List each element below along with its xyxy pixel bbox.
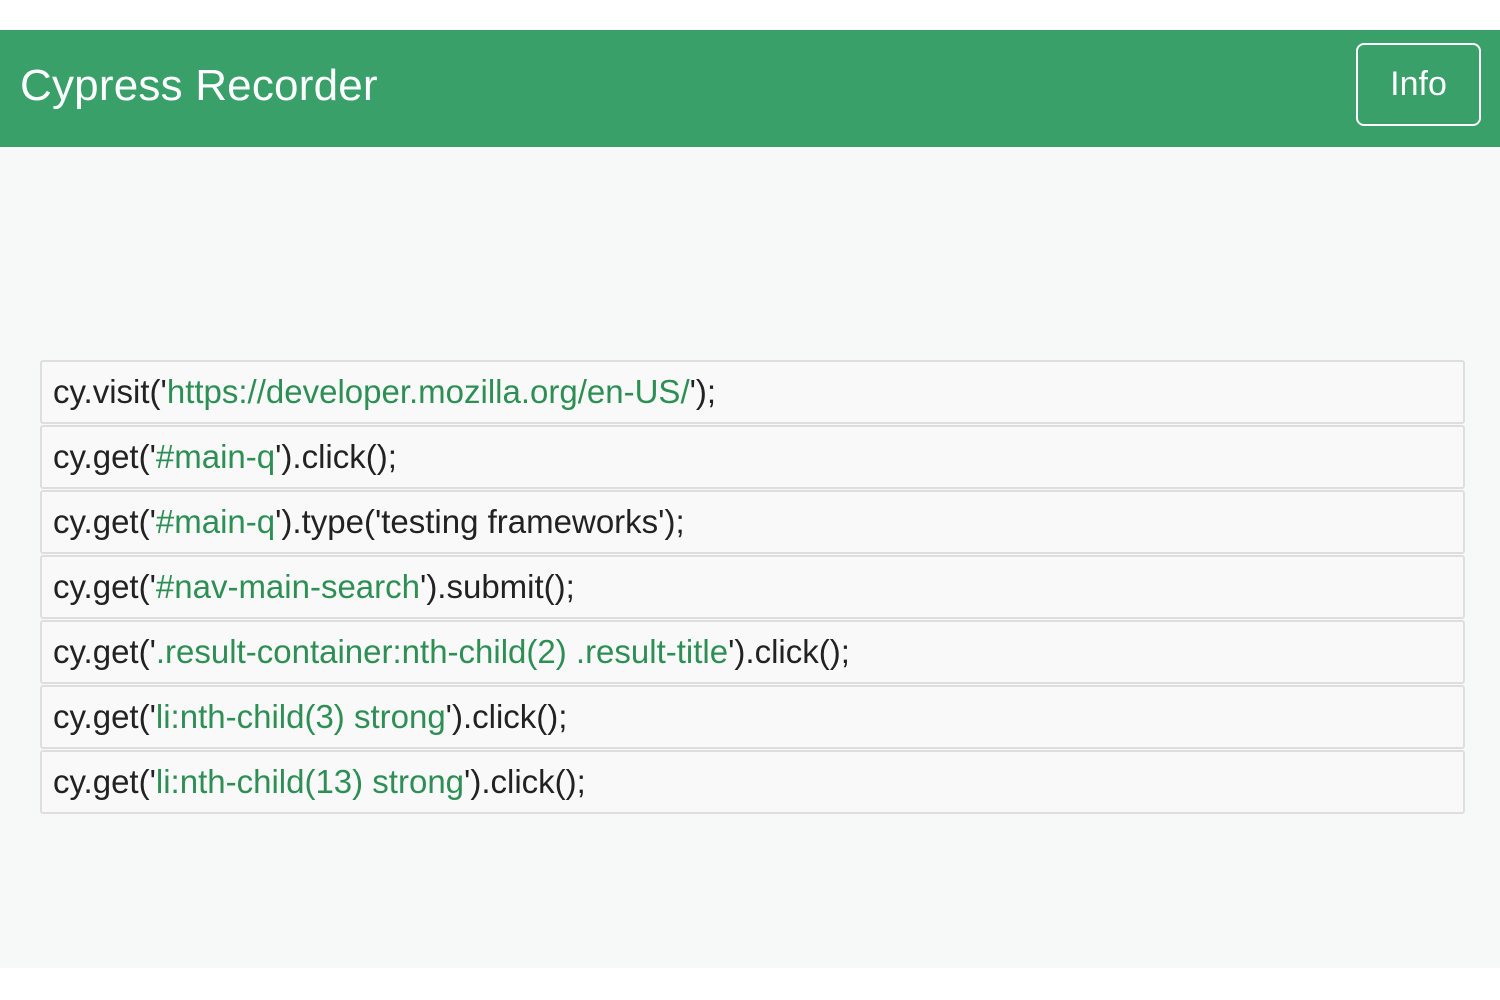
recorded-commands-list: cy.visit('https://developer.mozilla.org/… <box>40 360 1465 815</box>
command-argument: https://developer.mozilla.org/en-US/ <box>166 373 690 410</box>
command-argument: .result-container:nth-child(2) .result-t… <box>155 633 729 670</box>
command-argument: li:nth-child(3) strong <box>155 698 446 735</box>
command-suffix: ').click(); <box>464 763 586 800</box>
command-argument: #main-q <box>155 438 276 475</box>
command-row[interactable]: cy.visit('https://developer.mozilla.org/… <box>40 360 1465 424</box>
command-prefix: cy.get(' <box>53 503 156 540</box>
command-prefix: cy.get(' <box>53 568 156 605</box>
command-prefix: cy.get(' <box>53 698 156 735</box>
command-row[interactable]: cy.get('#main-q').type('testing framewor… <box>40 490 1465 554</box>
command-suffix: ').type('testing frameworks'); <box>275 503 685 540</box>
header-bar: Cypress Recorder Info <box>0 30 1500 147</box>
command-argument: #main-q <box>155 503 276 540</box>
command-prefix: cy.visit(' <box>53 373 167 410</box>
app-title: Cypress Recorder <box>20 61 378 110</box>
command-prefix: cy.get(' <box>53 763 156 800</box>
info-button[interactable]: Info <box>1356 43 1481 126</box>
command-row[interactable]: cy.get('li:nth-child(3) strong').click()… <box>40 685 1465 749</box>
command-row[interactable]: cy.get('.result-container:nth-child(2) .… <box>40 620 1465 684</box>
cypress-recorder-app: Cypress Recorder Info cy.visit('https://… <box>0 30 1500 968</box>
command-suffix: ').click(); <box>445 698 568 735</box>
command-suffix: ').submit(); <box>420 568 575 605</box>
command-row[interactable]: cy.get('li:nth-child(13) strong').click(… <box>40 750 1465 814</box>
command-prefix: cy.get(' <box>53 438 156 475</box>
command-suffix: ').click(); <box>728 633 850 670</box>
command-argument: li:nth-child(13) strong <box>155 763 465 800</box>
command-row[interactable]: cy.get('#nav-main-search').submit(); <box>40 555 1465 619</box>
command-row[interactable]: cy.get('#main-q').click(); <box>40 425 1465 489</box>
command-suffix: '); <box>689 373 717 410</box>
command-suffix: ').click(); <box>275 438 397 475</box>
command-prefix: cy.get(' <box>53 633 156 670</box>
command-argument: #nav-main-search <box>155 568 421 605</box>
